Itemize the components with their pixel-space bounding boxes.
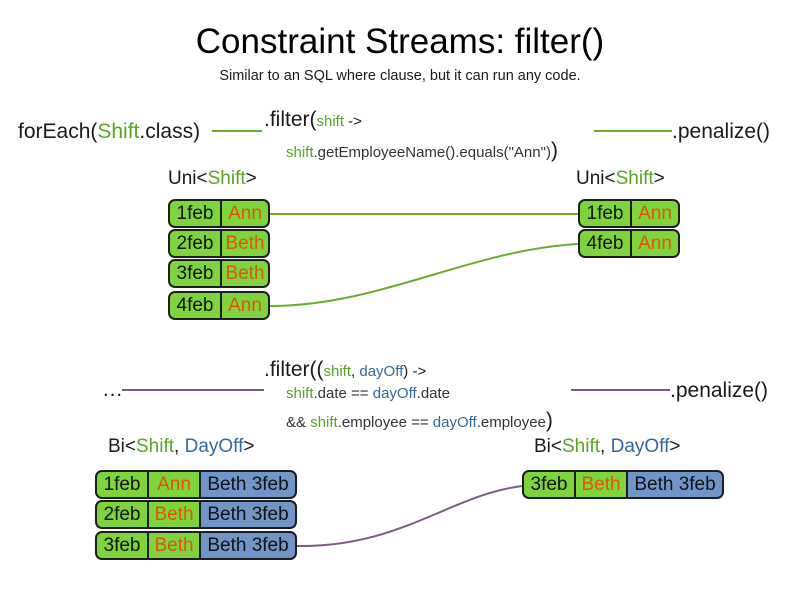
uni-right-header-type: Shift — [615, 168, 654, 189]
bi-source-ellipsis: … — [102, 378, 123, 401]
tuple-name: Ann — [148, 470, 200, 499]
bi-filter-line2: shift.date == dayOff.date — [286, 385, 450, 402]
wire-bi-row3 — [295, 485, 523, 548]
tuple-date: 2feb — [95, 500, 148, 529]
bi-left-header-type1: Shift — [136, 436, 175, 457]
tuple-name: Beth — [148, 531, 200, 560]
tuple-dayoff: Beth 3feb — [200, 531, 297, 560]
bi-filter-l3-mid: .employee == — [337, 414, 433, 431]
tuple-name: Ann — [631, 199, 680, 228]
wire-uni-row4 — [269, 243, 579, 307]
tuple-date: 4feb — [168, 291, 221, 320]
tuple-date: 3feb — [168, 259, 221, 288]
tuple-date: 1feb — [168, 199, 221, 228]
bi-filter-l3-end: .employee — [476, 414, 546, 431]
uni-left-header-type: Shift — [207, 168, 246, 189]
uni-right-header: Uni<Shift> — [576, 168, 665, 190]
foreach-prefix: forEach( — [18, 120, 98, 143]
uni-filter-body-var: shift — [286, 144, 314, 161]
bi-filter-l3-var2: dayOff — [432, 414, 477, 431]
bi-filter-l2-mid: .date == — [313, 385, 373, 402]
tuple-date: 3feb — [95, 531, 148, 560]
uni-filter-prefix: .filter( — [264, 108, 317, 131]
bi-filter-line3: && shift.employee == dayOff.employee) — [286, 409, 553, 433]
tuple-name: Ann — [631, 229, 680, 258]
tuple-name: Ann — [221, 291, 270, 320]
uni-filter-line2: shift.getEmployeeName().equals("Ann")) — [286, 139, 558, 163]
tuple-name: Beth — [221, 259, 270, 288]
uni-penalize-call: .penalize() — [672, 120, 771, 143]
bi-filter-arrow: ) -> — [403, 363, 427, 380]
bi-right-header-type1: Shift — [562, 436, 601, 457]
uni-left-header: Uni<Shift> — [168, 168, 257, 190]
bi-filter-param1: shift — [323, 363, 352, 380]
uni-right-header-suffix: > — [653, 168, 665, 189]
bi-filter-close-paren: ) — [545, 409, 553, 432]
tuple-dayoff: Beth 3feb — [627, 470, 724, 499]
bi-filter-prefix: .filter(( — [264, 358, 324, 381]
tuple-dayoff: Beth 3feb — [200, 470, 297, 499]
tuple-date: 3feb — [522, 470, 575, 499]
tuple-date: 1feb — [95, 470, 148, 499]
uni-right-header-prefix: Uni< — [576, 168, 616, 189]
tuple-dayoff: Beth 3feb — [200, 500, 297, 529]
bi-left-header-sep: , — [174, 436, 185, 457]
uni-filter-body-expr: .getEmployeeName().equals("Ann") — [313, 144, 551, 161]
tuple-name: Beth — [575, 470, 627, 499]
uni-filter-param: shift — [316, 113, 345, 130]
uni-filter-close-paren: ) — [550, 139, 558, 162]
bi-left-header-prefix: Bi< — [108, 436, 136, 457]
bi-filter-l2-end: .date — [416, 385, 451, 402]
bi-right-header-sep: , — [600, 436, 611, 457]
page-subtitle: Similar to an SQL where clause, but it c… — [219, 68, 581, 84]
bi-left-header-type2: DayOff — [184, 436, 244, 457]
uni-filter-arrow: -> — [344, 113, 362, 130]
bi-penalize-call: .penalize() — [670, 379, 769, 402]
foreach-suffix: .class) — [139, 120, 201, 143]
bi-filter-l2-var1: shift — [286, 385, 314, 402]
page-title: Constraint Streams: filter() — [195, 22, 605, 61]
tuple-name: Beth — [221, 229, 270, 258]
uni-left-header-suffix: > — [245, 168, 257, 189]
tuple-name: Beth — [148, 500, 200, 529]
bi-filter-l2-var2: dayOff — [372, 385, 417, 402]
bi-filter-param2: dayOff — [359, 363, 404, 380]
bi-left-header-suffix: > — [243, 436, 255, 457]
bi-right-header-type2: DayOff — [610, 436, 670, 457]
bi-right-header: Bi<Shift, DayOff> — [534, 436, 680, 458]
foreach-call: forEach(Shift.class) — [18, 120, 200, 144]
bi-filter-l3-pre: && — [286, 414, 311, 431]
tuple-date: 2feb — [168, 229, 221, 258]
tuple-date: 1feb — [578, 199, 631, 228]
uni-filter-line1: .filter(shift -> — [264, 108, 362, 132]
tuple-date: 4feb — [578, 229, 631, 258]
bi-filter-line1: .filter((shift, dayOff) -> — [264, 358, 426, 382]
uni-left-header-prefix: Uni< — [168, 168, 208, 189]
bi-filter-l3-var1: shift — [310, 414, 338, 431]
bi-filter-param-sep: , — [351, 363, 360, 380]
tuple-name: Ann — [221, 199, 270, 228]
foreach-type: Shift — [97, 120, 140, 143]
bi-right-header-suffix: > — [669, 436, 681, 457]
bi-right-header-prefix: Bi< — [534, 436, 562, 457]
bi-left-header: Bi<Shift, DayOff> — [108, 436, 254, 458]
